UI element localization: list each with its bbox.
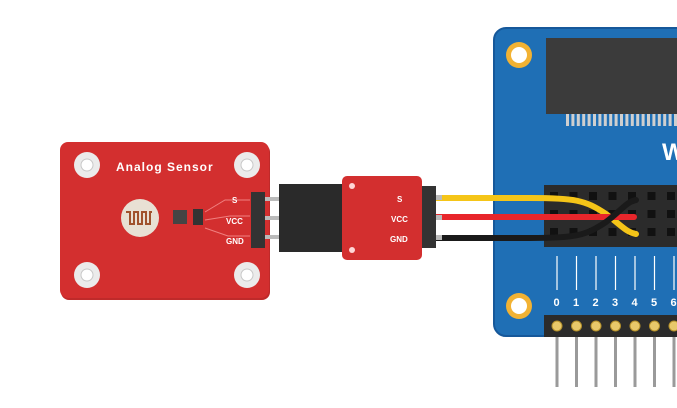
adapter-pin-header [422,186,436,248]
pin-number-label: 3 [612,297,618,309]
adapter-module: S VCC GND [342,176,442,260]
pin-number-label: 4 [632,297,639,309]
pin-dot [629,320,641,332]
pin-number-label: 2 [593,297,599,309]
signal-wire [429,195,639,237]
pin-number-label: 0 [554,297,560,309]
adapter-pin-vcc: VCC [391,215,408,224]
pin-leg [555,337,559,387]
pin-legs [555,337,676,387]
capacitor-icon [193,209,203,225]
pin-number-label: 5 [651,297,657,309]
pin-leg [633,337,637,387]
pin-number-label: 1 [573,297,579,309]
pin-dot [590,320,602,332]
ground-wire [429,197,639,241]
pin-dot [610,320,621,332]
pin-dot [571,320,582,332]
pin-leg [594,337,598,387]
sensor-pin-gnd: GND [226,237,244,246]
pin-leg [614,337,617,387]
sensor-pin-s: S [232,196,238,205]
sensor-title: Analog Sensor [116,160,214,174]
adapter-pin-s: S [397,195,403,204]
ribbon-cable [279,184,345,252]
pin-dot [668,320,677,332]
pin-leg [672,337,676,387]
photoresistor-icon [121,199,159,237]
pin-lines [556,256,675,290]
controller-chip [546,38,677,114]
pin-dot [551,320,563,332]
pin-number-label: 6 [671,297,677,309]
sensor-pin-header [251,192,265,248]
pin-leg [653,337,656,387]
analog-sensor-module: Analog Sensor S VCC GND [60,142,283,300]
pin-leg [575,337,578,387]
pin-dot [649,320,660,332]
board-logo: W [662,139,677,166]
chip-pins [566,114,677,126]
resistor-icon [173,210,187,224]
pin-dots [551,320,677,332]
sensor-pin-vcc: VCC [226,217,243,226]
adapter-pin-gnd: GND [390,235,408,244]
jumper-wires [429,195,639,241]
